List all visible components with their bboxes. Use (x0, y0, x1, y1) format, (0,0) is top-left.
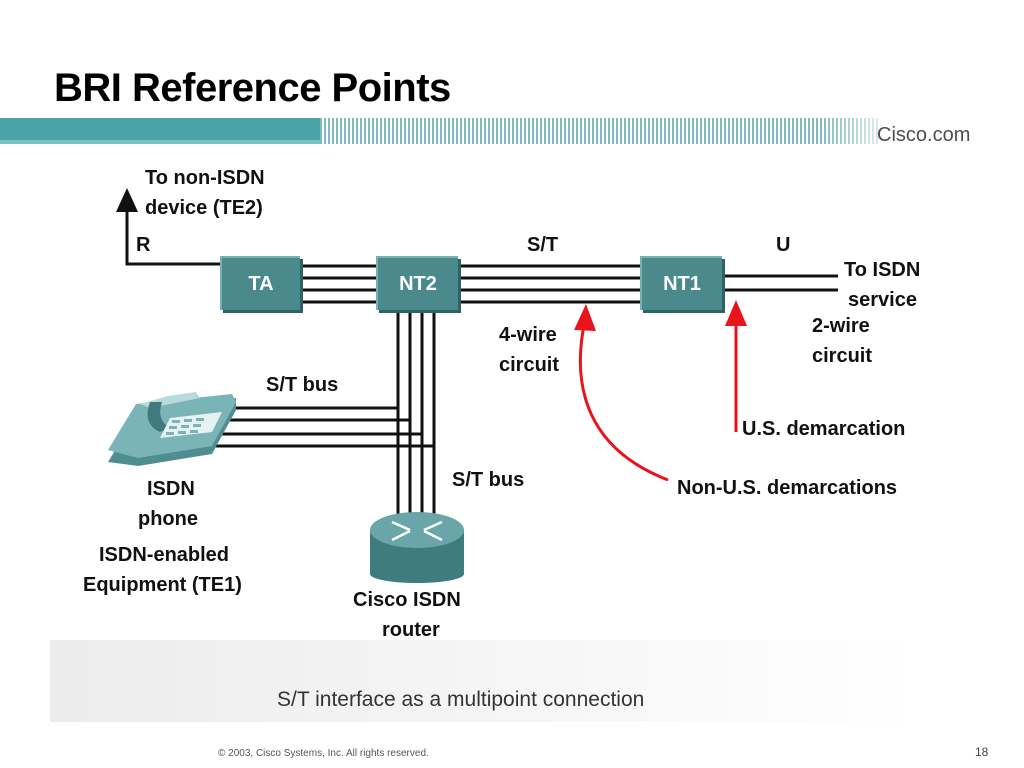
phone-icon (108, 392, 236, 466)
label-st: S/T (527, 234, 559, 256)
ta-nt2-lines (300, 264, 376, 304)
label-isdn-enabled: ISDN-enabled (99, 544, 230, 566)
label-to-isdn: To ISDN (844, 259, 921, 281)
slide-caption: S/T interface as a multipoint connection (277, 688, 645, 711)
label-st-bus-phone: S/T bus (266, 374, 339, 396)
label-cisco-isdn: Cisco ISDN (353, 589, 461, 611)
header-banner (0, 118, 1024, 148)
label-to-non-isdn: To non-ISDN (145, 167, 265, 189)
label-st-bus-router: S/T bus (452, 469, 525, 491)
label-router: router (382, 619, 440, 641)
page-number: 18 (975, 745, 989, 759)
nt2-box: NT2 (376, 256, 458, 310)
red-arrowhead-us (725, 300, 747, 326)
ta-box: TA (220, 256, 300, 310)
copyright-footer: © 2003, Cisco Systems, Inc. All rights r… (218, 748, 429, 759)
router-icon (370, 512, 464, 583)
label-isdn: ISDN (147, 478, 195, 500)
label-phone: phone (138, 508, 198, 530)
phone-bus (210, 406, 434, 448)
label-us-demarcation: U.S. demarcation (742, 418, 906, 440)
label-4-wire-circuit: circuit (499, 354, 560, 376)
label-2-wire: 2-wire (812, 315, 870, 337)
label-non-us-demarcations: Non-U.S. demarcations (677, 477, 898, 499)
label-4-wire: 4-wire (499, 324, 557, 346)
label-r: R (136, 234, 151, 256)
page-title: BRI Reference Points (54, 66, 451, 110)
nt2-nt1-lines (458, 264, 640, 304)
label-equipment-te1: Equipment (TE1) (83, 574, 242, 596)
red-arrow-non-us (578, 319, 669, 482)
red-arrowhead-non-us (574, 304, 596, 331)
nt1-box: NT1 (640, 256, 722, 310)
up-arrow-icon (116, 188, 138, 212)
caption-band (50, 640, 920, 722)
brand-logo: Cisco.com (877, 124, 971, 146)
label-service: service (848, 289, 917, 311)
r-line (125, 200, 220, 266)
vertical-bus (396, 310, 436, 515)
nt1-isdn-lines (722, 274, 838, 292)
label-te2: device (TE2) (145, 197, 263, 219)
label-2-wire-circuit: circuit (812, 345, 873, 367)
label-u: U (776, 234, 791, 256)
